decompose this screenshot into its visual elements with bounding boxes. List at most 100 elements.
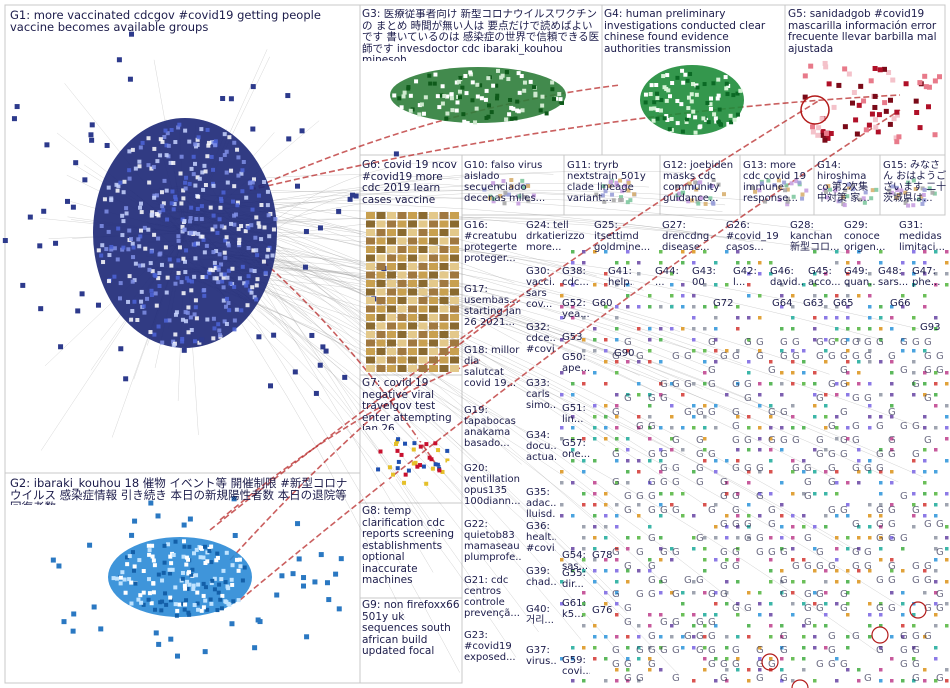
svg-text:G: G xyxy=(624,659,632,670)
svg-text:G: G xyxy=(720,547,728,558)
svg-text:G: G xyxy=(720,477,728,488)
svg-text:G: G xyxy=(828,505,836,516)
group-label-g31: G31: medidas limitaci... xyxy=(899,220,947,252)
svg-text:G: G xyxy=(756,547,764,558)
svg-text:G: G xyxy=(672,673,680,684)
svg-text:G: G xyxy=(828,379,836,390)
group-label-g18: G18: millor dia salutcat covid 19... xyxy=(464,345,522,389)
svg-text:G: G xyxy=(732,547,740,558)
svg-text:G: G xyxy=(912,379,920,390)
svg-text:G: G xyxy=(804,477,812,488)
svg-text:G: G xyxy=(900,645,908,656)
svg-text:G: G xyxy=(888,575,896,586)
svg-text:G: G xyxy=(756,463,764,474)
svg-text:G: G xyxy=(720,561,728,572)
svg-text:G: G xyxy=(888,449,896,460)
svg-text:G: G xyxy=(780,673,788,684)
svg-text:G: G xyxy=(672,645,680,656)
svg-text:G: G xyxy=(828,659,836,670)
svg-text:G: G xyxy=(648,421,656,432)
group-label-g29: G29: conoce origen... xyxy=(844,220,896,252)
group-label-g1: G1: more vaccinated cdcgov #covid19 gett… xyxy=(10,9,355,37)
svg-text:G: G xyxy=(780,547,788,558)
svg-text:G: G xyxy=(672,617,680,628)
svg-text:G: G xyxy=(936,547,944,558)
svg-text:G: G xyxy=(852,421,860,432)
svg-text:G: G xyxy=(780,407,788,418)
svg-text:G: G xyxy=(816,393,824,404)
svg-text:G: G xyxy=(876,337,884,348)
svg-text:G: G xyxy=(816,449,824,460)
svg-text:G: G xyxy=(936,365,944,376)
svg-text:G: G xyxy=(624,561,632,572)
svg-text:G: G xyxy=(648,477,656,488)
svg-text:G: G xyxy=(924,365,932,376)
svg-text:G: G xyxy=(672,351,680,362)
svg-text:G: G xyxy=(708,407,716,418)
svg-text:G: G xyxy=(876,449,884,460)
svg-text:G: G xyxy=(912,337,920,348)
svg-text:G: G xyxy=(840,659,848,670)
svg-text:G: G xyxy=(816,351,824,362)
svg-text:G: G xyxy=(816,603,824,614)
svg-text:G: G xyxy=(696,449,704,460)
svg-text:G: G xyxy=(732,435,740,446)
svg-text:G: G xyxy=(648,393,656,404)
cluster-g4 xyxy=(640,65,744,135)
group-label-g72: G72 xyxy=(713,298,741,310)
group-label-g8: G8: temp clarification cdc reports scree… xyxy=(362,506,460,590)
svg-text:G: G xyxy=(780,631,788,642)
group-label-g76: G76 xyxy=(592,605,620,617)
svg-text:G: G xyxy=(912,659,920,670)
svg-text:G: G xyxy=(876,463,884,474)
svg-text:G: G xyxy=(612,645,620,656)
svg-text:G: G xyxy=(648,533,656,544)
svg-text:G: G xyxy=(888,435,896,446)
group-label-g9: G9: non firefoxx66 501y uk sequences sou… xyxy=(362,600,460,664)
svg-text:G: G xyxy=(660,547,668,558)
svg-text:G: G xyxy=(696,533,704,544)
svg-text:G: G xyxy=(780,337,788,348)
svg-text:G: G xyxy=(732,561,740,572)
group-label-g36: G36: healt... #covi... xyxy=(526,521,556,565)
svg-text:G: G xyxy=(612,659,620,670)
svg-text:G: G xyxy=(924,575,932,586)
svg-text:G: G xyxy=(612,589,620,600)
svg-text:G: G xyxy=(684,379,692,390)
svg-text:G: G xyxy=(912,645,920,656)
svg-text:G: G xyxy=(936,519,944,530)
svg-text:G: G xyxy=(732,407,740,418)
svg-text:G: G xyxy=(924,393,932,404)
svg-text:G: G xyxy=(648,659,656,670)
svg-text:G: G xyxy=(756,673,764,684)
group-label-g32: G32: cdce... #covi... xyxy=(526,322,556,366)
svg-text:G: G xyxy=(684,575,692,586)
svg-text:G: G xyxy=(852,631,860,642)
svg-text:G: G xyxy=(732,379,740,390)
group-label-g48: G48: sars... xyxy=(878,266,910,288)
svg-text:G: G xyxy=(804,491,812,502)
svg-text:G: G xyxy=(672,379,680,390)
svg-text:G: G xyxy=(912,561,920,572)
group-label-g46: G46: david... xyxy=(770,266,804,288)
svg-text:G: G xyxy=(852,561,860,572)
svg-text:G: G xyxy=(876,575,884,586)
group-label-g22: G22: quietob83 mamaseau plumprofe... xyxy=(464,519,522,563)
svg-text:G: G xyxy=(816,337,824,348)
group-label-g34: G34: docu... actua... xyxy=(526,430,556,474)
svg-text:G: G xyxy=(720,491,728,502)
svg-text:G: G xyxy=(816,561,824,572)
svg-text:G: G xyxy=(804,463,812,474)
group-label-g52: G52: yea... xyxy=(562,298,590,320)
svg-text:G: G xyxy=(624,393,632,404)
svg-text:G: G xyxy=(756,337,764,348)
svg-text:G: G xyxy=(696,645,704,656)
svg-text:G: G xyxy=(840,435,848,446)
group-label-g55: G55: dir... xyxy=(562,568,590,590)
svg-text:G: G xyxy=(612,449,620,460)
svg-text:G: G xyxy=(876,603,884,614)
svg-text:G: G xyxy=(684,407,692,418)
svg-text:G: G xyxy=(912,575,920,586)
svg-text:G: G xyxy=(924,337,932,348)
svg-text:G: G xyxy=(756,491,764,502)
